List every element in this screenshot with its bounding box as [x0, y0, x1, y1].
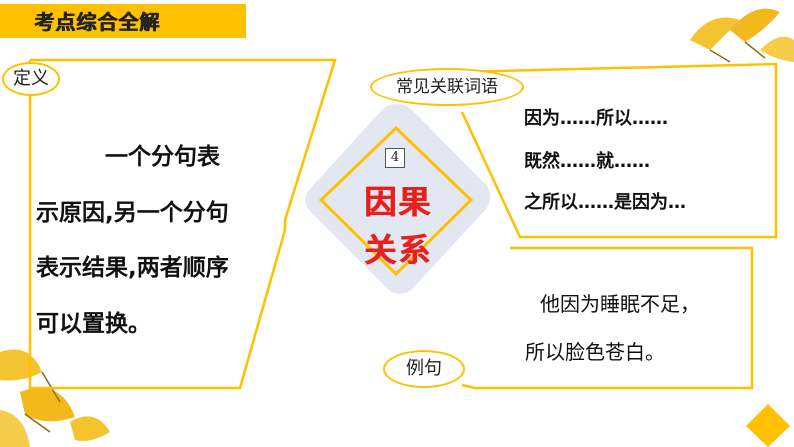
title-bar: [0, 4, 246, 38]
ginkgo-leaves-bottom-left: [0, 349, 110, 447]
definition-label: 定义: [2, 62, 60, 96]
center-number-box: 4: [385, 148, 405, 168]
center-title-line1: 因果: [363, 183, 432, 221]
definition-line-3: 表示结果,两者顺序: [36, 255, 229, 281]
definition-line-4: 可以置换。: [36, 311, 151, 337]
ginkgo-leaves-top-right: [690, 8, 794, 63]
page-title: 考点综合全解: [34, 10, 160, 34]
center-diamond: [305, 104, 490, 294]
center-title-line2: 关系: [363, 231, 432, 269]
connective-item-2: 既然……就……: [524, 151, 650, 172]
connective-item-3: 之所以……是因为…: [524, 192, 686, 213]
connective-item-1: 因为……所以……: [524, 108, 668, 129]
connectives-label: 常见关联词语: [370, 68, 524, 106]
example-line-2: 所以脸色苍白。: [525, 340, 665, 364]
definition-line-1: 一个分句表: [105, 144, 220, 170]
corner-diamond-decoration: [746, 404, 790, 447]
example-line-1: 他因为睡眠不足，: [540, 292, 700, 316]
definition-line-2: 示原因,另一个分句: [36, 200, 229, 226]
example-label: 例句: [383, 350, 465, 388]
